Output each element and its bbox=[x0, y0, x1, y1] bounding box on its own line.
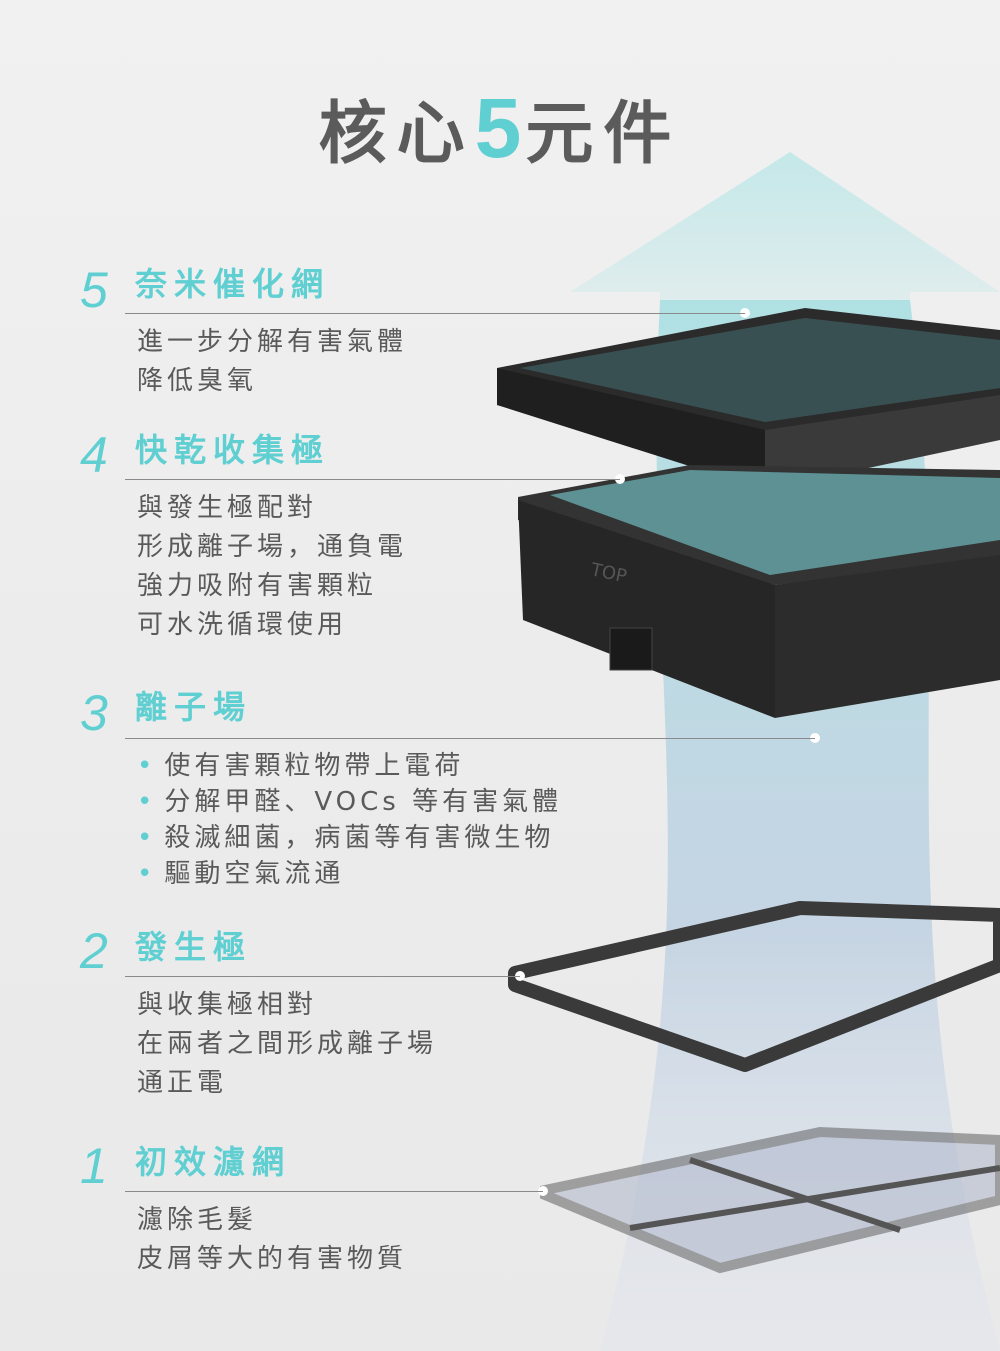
section-title: 離子場 bbox=[135, 688, 253, 726]
section-number: 5 bbox=[80, 262, 108, 318]
section-description: 與收集極相對在兩者之間形成離子場通正電 bbox=[137, 990, 438, 1098]
divider bbox=[125, 313, 745, 314]
emitter-electrode bbox=[508, 901, 1000, 1072]
section-title: 發生極 bbox=[135, 928, 253, 966]
section-number: 1 bbox=[80, 1138, 108, 1194]
section-description: 進一步分解有害氣體降低臭氧 bbox=[137, 327, 408, 396]
section-title: 快乾收集極 bbox=[135, 431, 331, 469]
page-title: 核心5元件 bbox=[318, 81, 682, 175]
section-title: 初效濾網 bbox=[135, 1143, 292, 1181]
airflow-arrow bbox=[570, 152, 1000, 330]
primary-filter bbox=[540, 1126, 1000, 1274]
divider bbox=[125, 976, 520, 977]
section-title: 奈米催化網 bbox=[135, 265, 331, 303]
divider bbox=[125, 479, 620, 480]
divider bbox=[125, 1191, 543, 1192]
nano-catalyst-mesh bbox=[497, 308, 1000, 490]
section-number: 3 bbox=[80, 685, 108, 741]
section-description: 與發生極配對形成離子場，通負電強力吸附有害顆粒可水洗循環使用 bbox=[137, 493, 408, 640]
section-bullets: 使有害顆粒物帶上電荷分解甲醛、VOCs 等有害氣體殺滅細菌，病菌等有害微生物驅動… bbox=[137, 748, 562, 892]
collector-electrode: TOP bbox=[518, 465, 1000, 718]
divider bbox=[125, 738, 815, 739]
section-number: 4 bbox=[80, 427, 108, 483]
section-number: 2 bbox=[80, 923, 108, 979]
section-description: 濾除毛髮皮屑等大的有害物質 bbox=[137, 1205, 408, 1274]
